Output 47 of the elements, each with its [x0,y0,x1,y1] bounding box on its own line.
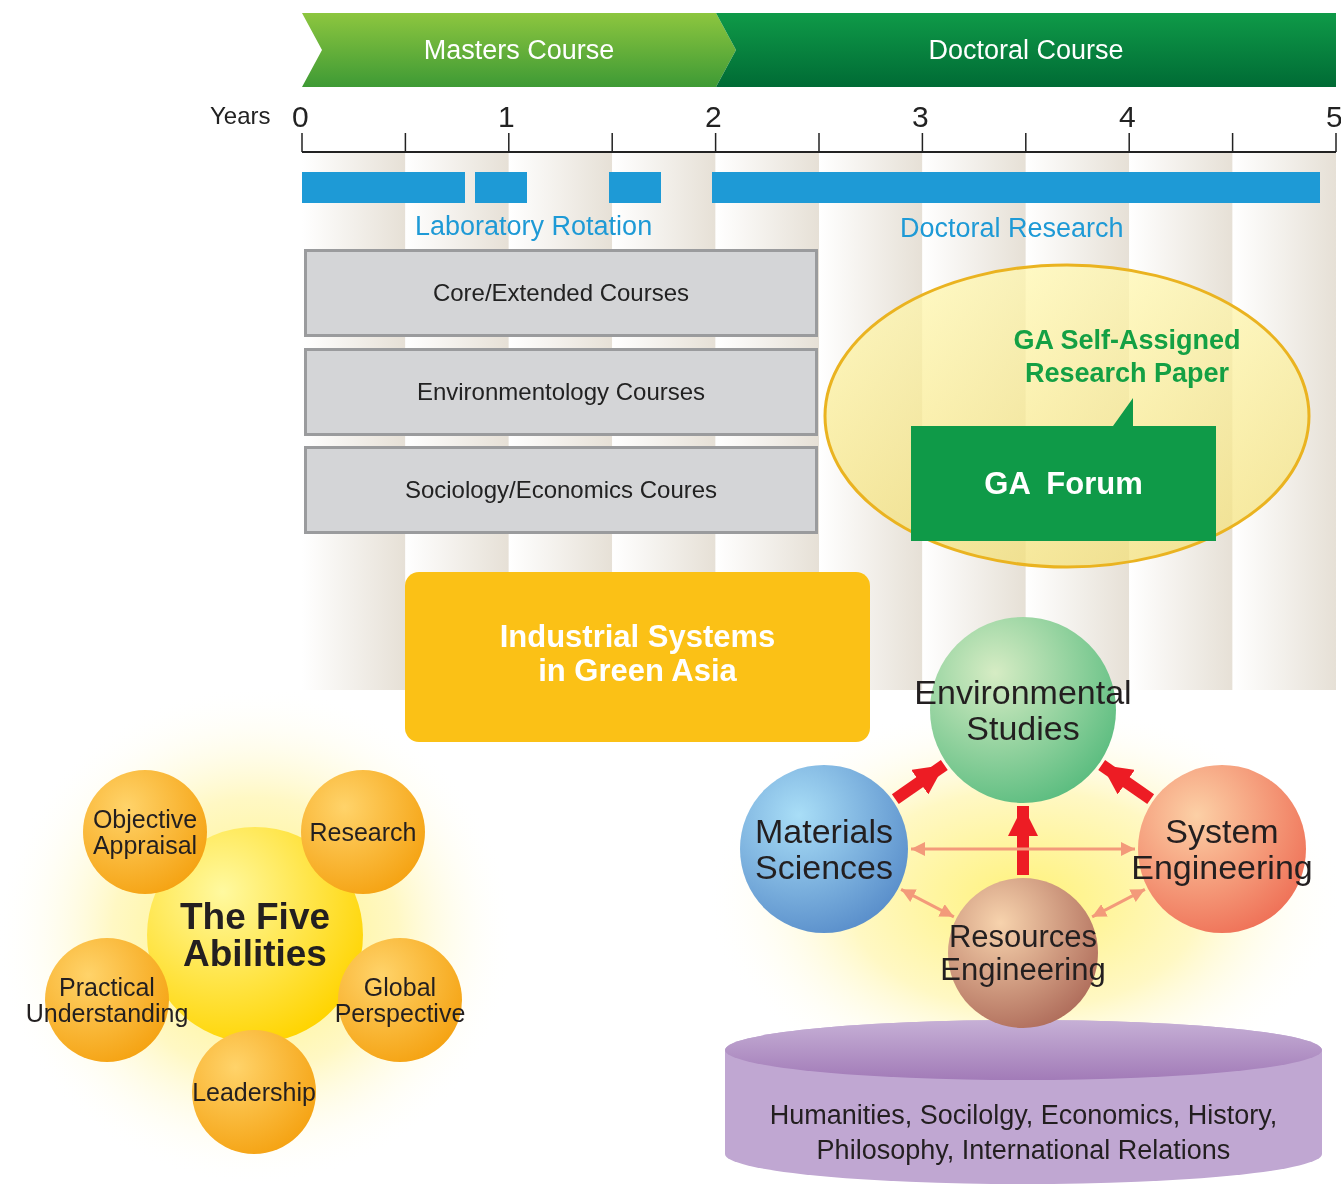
arrow [911,842,1135,856]
program-label: Industrial Systems in Green Asia [498,620,777,688]
arrow [900,887,955,919]
tick-label: 5 [1326,100,1341,134]
period-bar [712,172,1320,203]
tick-label: 2 [705,100,722,134]
course-label: Sociology/Economics Coures [403,475,719,505]
forum-speech-box [911,398,1216,541]
circle-label: Objective Appraisal [91,806,199,858]
phase-label: Masters Course [422,33,616,67]
phase-chevron [716,13,1336,87]
phase-label: Doctoral Course [927,33,1125,67]
paper-label: GA Self-Assigned Research Paper [1012,324,1242,390]
circle-label: Resources Engineering [939,920,1107,986]
foundation-cylinder [725,1018,1322,1186]
course-label: Environmentology Courses [415,377,707,407]
period-bar [609,172,661,203]
circle-label: Materials Sciences [754,813,894,885]
course-box [304,249,818,337]
research-ellipse [822,262,1312,570]
arrow [1098,760,1155,805]
circle-label: Research [308,819,418,845]
arrow [1091,887,1146,919]
ability-circle [298,770,428,894]
field-sphere [739,765,909,933]
circle-label: Environmental Studies [913,674,1133,746]
axis-title: Years [210,102,271,130]
tick-label: 3 [912,100,929,134]
circle-label: The Five Abilities [178,898,332,972]
bar-label: Laboratory Rotation [415,211,653,242]
arrow [1008,806,1038,875]
tick-label: 1 [498,100,515,134]
course-label: Core/Extended Courses [431,278,691,308]
course-box [304,348,818,436]
tick-label: 0 [292,100,309,134]
course-box [304,446,818,534]
period-bar [302,172,465,203]
tick-label: 4 [1119,100,1136,134]
bar-label: Doctoral Research [900,213,1124,244]
phase-chevron [302,13,736,87]
forum-label: GA Forum [983,464,1144,503]
ability-circle [80,770,210,894]
arrow [891,760,948,805]
program-box [405,572,870,742]
circle-label: Leadership [191,1079,317,1105]
foundation-label: Humanities, Socilolgy, Economics, History, Philosophy, International Relations [768,1099,1279,1167]
period-bar [475,172,527,203]
